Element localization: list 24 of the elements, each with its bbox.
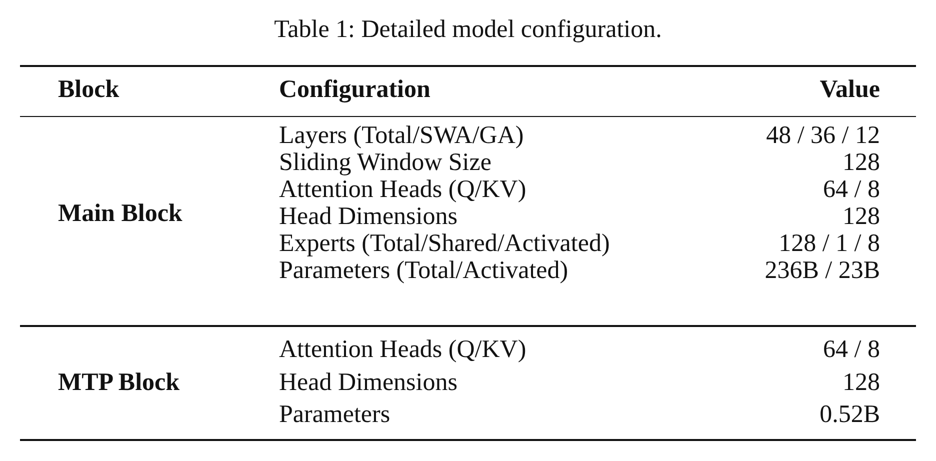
config-value: 64 / 8: [823, 335, 880, 365]
config-name: Attention Heads (Q/KV): [279, 176, 526, 205]
config-value: 128 / 1 / 8: [778, 229, 880, 259]
table-title: Table 1: Detailed model configuration.: [273, 15, 663, 45]
config-value: 48 / 36 / 12: [766, 121, 880, 151]
column-header: Configuration: [279, 75, 430, 105]
config-name: Experts (Total/Shared/Activated): [279, 229, 610, 259]
config-value: 0.52B: [820, 400, 880, 430]
config-name: Layers (Total/SWA/GA): [279, 121, 524, 151]
row-label: MTP Block: [58, 368, 180, 398]
config-name: Head Dimensions: [279, 368, 458, 398]
config-value: 236B / 23B: [764, 256, 880, 286]
config-name: Sliding Window Size: [279, 148, 492, 178]
column-header: Block: [58, 75, 120, 105]
config-value: 128: [842, 368, 880, 398]
config-name: Parameters: [279, 400, 390, 430]
column-header: Value: [820, 75, 880, 105]
config-value: 128: [842, 148, 880, 178]
config-name: Head Dimensions: [279, 202, 458, 232]
row-label: Main Block: [58, 198, 182, 228]
config-value: 128: [842, 202, 880, 232]
config-value: 64 / 8: [823, 175, 880, 205]
config-name: Parameters (Total/Activated): [279, 256, 568, 286]
config-name: Attention Heads (Q/KV): [279, 335, 526, 365]
